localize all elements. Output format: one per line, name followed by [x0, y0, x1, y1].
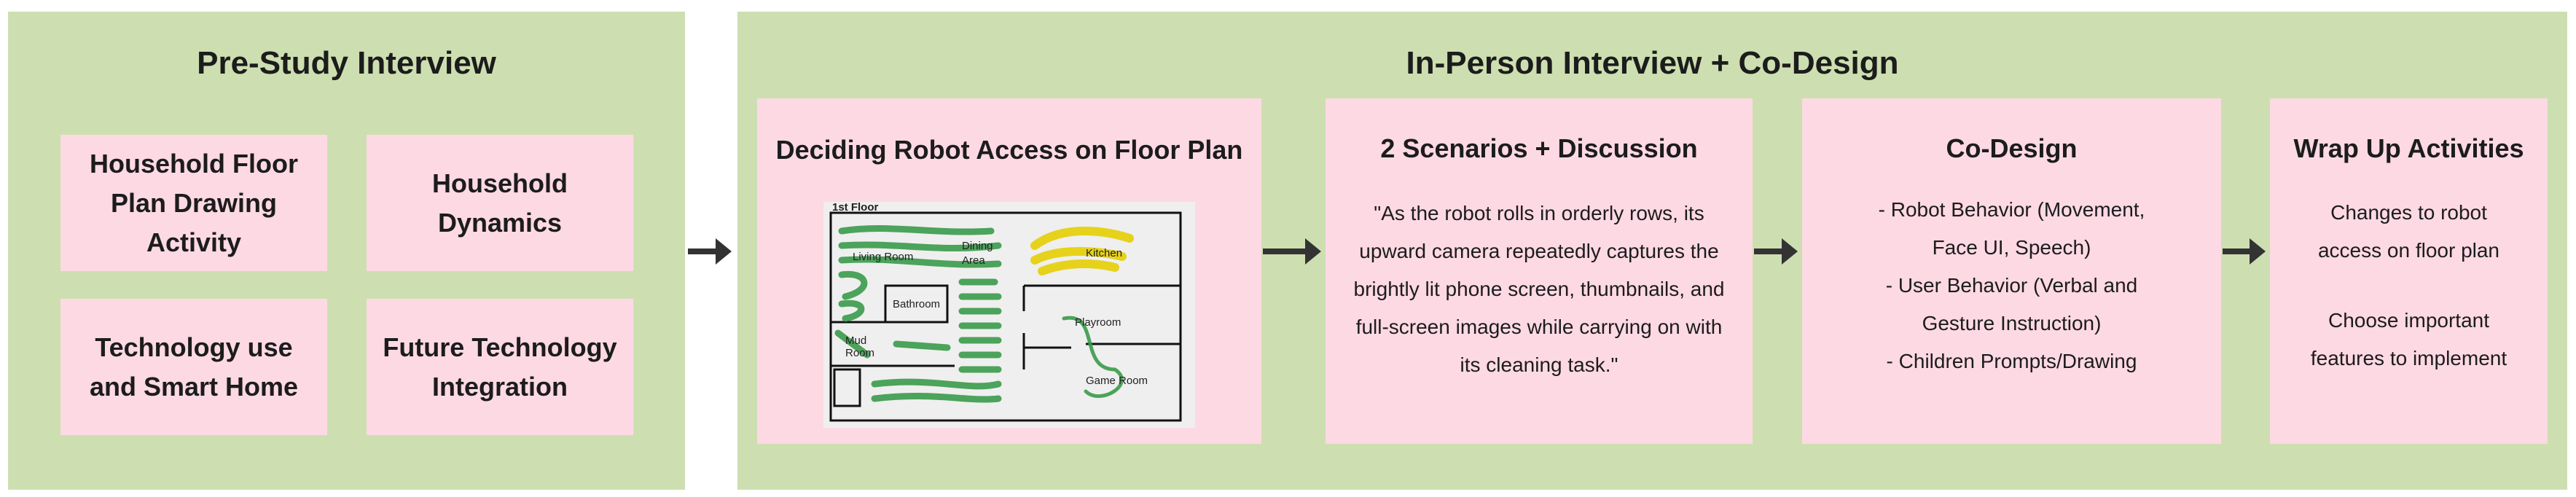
pre-study-item: Household Dynamics	[367, 135, 633, 271]
scenarios-title: 2 Scenarios + Discussion	[1380, 133, 1698, 163]
floor-plan-drawing: 1st Floor Living Room Dining Area Kitche…	[823, 202, 1195, 428]
room-label: Mud	[845, 334, 866, 347]
pre-study-panel: Pre-Study Interview Household Floor Plan…	[8, 12, 685, 490]
floor-plan-box: Deciding Robot Access on Floor Plan 1st …	[757, 98, 1261, 444]
codesign-box: Co-Design - Robot Behavior (Movement, Fa…	[1802, 98, 2221, 444]
scenario-text: "As the robot rolls in orderly rows, its…	[1353, 202, 1725, 376]
codesign-item: - Robot Behavior (Movement, Face UI, Spe…	[1878, 198, 2145, 259]
wrapup-title: Wrap Up Activities	[2293, 133, 2524, 163]
room-label: Area	[962, 254, 985, 267]
in-person-title: In-Person Interview + Co-Design	[1406, 45, 1899, 81]
flow-arrow	[2223, 238, 2266, 265]
scenarios-box: 2 Scenarios + Discussion "As the robot r…	[1326, 98, 1753, 444]
room-label: Kitchen	[1086, 247, 1122, 259]
pre-study-item: Future Technology Integration	[367, 299, 633, 435]
pre-study-item: Technology use and Smart Home	[60, 299, 327, 435]
floor-label: 1st Floor	[832, 202, 879, 214]
floor-plan-title: Deciding Robot Access on Floor Plan	[775, 135, 1243, 165]
pre-study-item: Household Floor Plan Drawing Activity	[60, 135, 327, 271]
wrapup-box: Wrap Up Activities Changes to robot acce…	[2270, 98, 2548, 444]
pre-study-title: Pre-Study Interview	[197, 45, 496, 81]
wrapup-list: Changes to robot access on floor plan Ch…	[2270, 164, 2548, 444]
room-label: Game Room	[1086, 375, 1148, 387]
room-label: Room	[845, 347, 874, 359]
flow-arrow	[1754, 238, 1798, 265]
flow-arrow	[688, 238, 732, 265]
wrapup-item: Changes to robot access on floor plan	[2317, 201, 2500, 262]
scenario-quote: "As the robot rolls in orderly rows, its…	[1326, 164, 1753, 444]
room-label: Bathroom	[893, 298, 940, 310]
codesign-list: - Robot Behavior (Movement, Face UI, Spe…	[1802, 164, 2221, 444]
room-label: Playroom	[1075, 316, 1121, 329]
codesign-title: Co-Design	[1946, 133, 2078, 163]
room-label: Dining	[962, 240, 993, 252]
room-label: Living Room	[853, 251, 913, 263]
flow-arrow	[1263, 238, 1321, 265]
wrapup-item: Choose important features to implement	[2310, 309, 2508, 369]
codesign-item: - User Behavior (Verbal and Gesture Inst…	[1885, 274, 2138, 334]
codesign-item: - Children Prompts/Drawing	[1886, 350, 2137, 372]
